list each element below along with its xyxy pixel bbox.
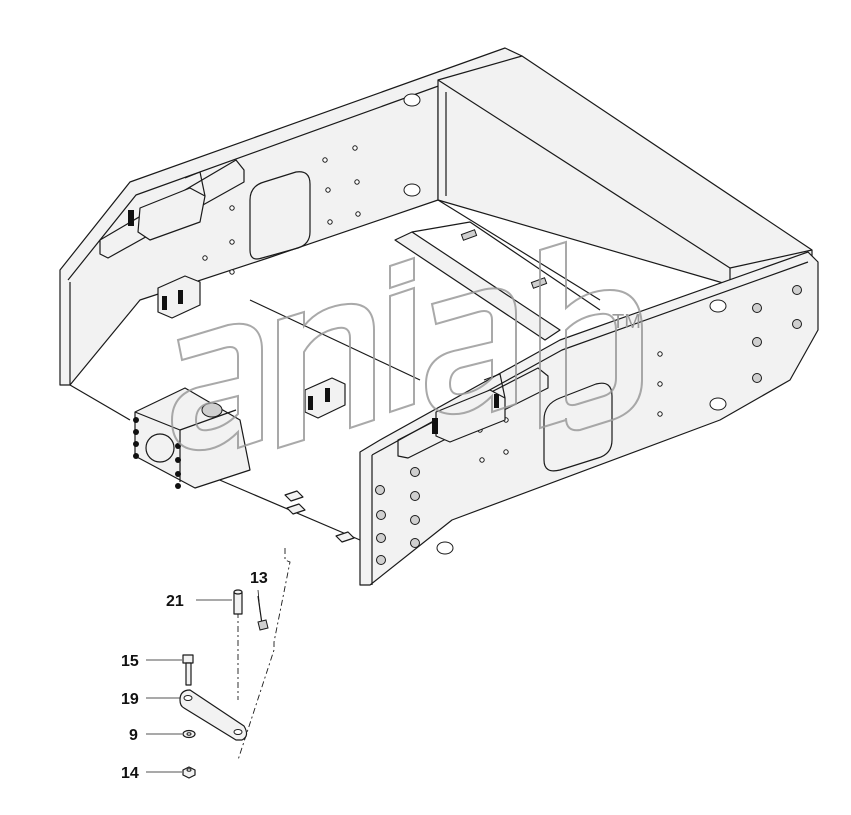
- grease-nipple-part-13: [257, 595, 269, 631]
- callout-21: 21: [166, 593, 184, 610]
- pin-part-21: [233, 589, 243, 615]
- exploded-parts: [179, 548, 291, 779]
- callout-9: 9: [129, 727, 138, 744]
- middle-bracket-right: [304, 377, 346, 419]
- pivot-block: [133, 387, 251, 489]
- callout-15: 15: [121, 653, 139, 670]
- middle-bracket-left: [157, 275, 201, 319]
- rear-mount-bracket: [128, 171, 206, 241]
- callout-14: 14: [121, 765, 139, 782]
- bolt-part-15: [182, 654, 194, 686]
- callout-19: 19: [121, 691, 139, 708]
- watermark-tm: TM: [612, 311, 641, 333]
- bottom-plate: [69, 299, 421, 543]
- pivot-block-bolts: [133, 417, 181, 489]
- front-plate-bolts: [375, 285, 802, 565]
- rear-plate-holes: [202, 93, 421, 275]
- rear-box-member: [437, 55, 813, 301]
- callout-13: 13: [250, 570, 268, 587]
- washer-part-9: [182, 729, 196, 739]
- nut-part-14: [182, 766, 196, 779]
- callout-leaders: [146, 589, 261, 773]
- watermark-logo: TM: [170, 240, 643, 452]
- inner-cross-beam: [394, 221, 601, 341]
- callout-labels: 21 13 15 19 9 14: [121, 570, 268, 782]
- front-mount-bracket: [432, 373, 506, 443]
- link-arm-part-19: [179, 689, 248, 741]
- front-side-plate: [359, 251, 819, 586]
